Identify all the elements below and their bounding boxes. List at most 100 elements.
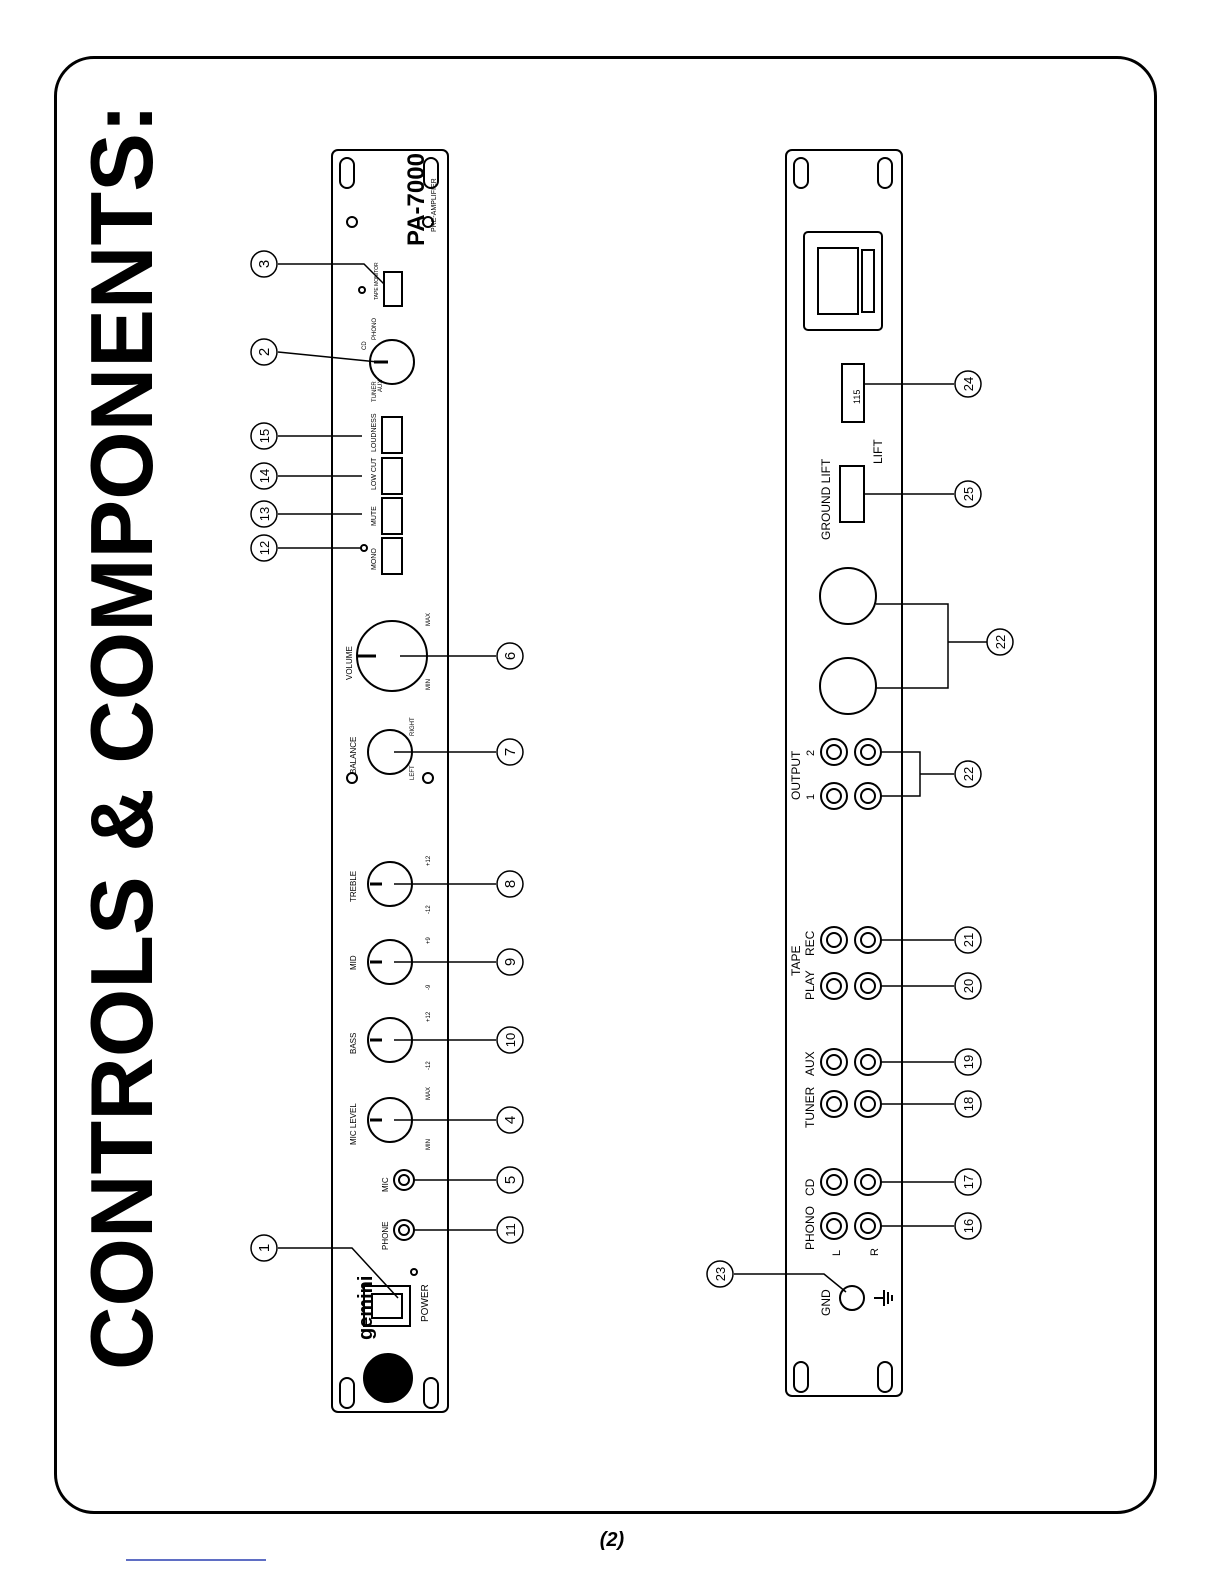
volume-label: VOLUME [345,646,354,680]
callout-4: 4 [496,1106,524,1134]
rec-label: REC [803,930,817,956]
callout-17: 17 [954,1168,982,1196]
callout-number: 15 [257,429,272,443]
model-subtitle: PRE-AMPLIFIER [431,178,438,232]
l-label: L [831,1250,843,1256]
vol-max-label: MAX [426,613,432,626]
mid-min-label: -9 [426,984,432,990]
treble-max-label: +12 [426,855,432,866]
callout-number: 3 [256,260,273,268]
callout-5: 5 [496,1166,524,1194]
callout-2: 2 [250,338,278,366]
callout-9: 9 [496,948,524,976]
phone-label: PHONE [381,1222,390,1250]
loudness-label: LOUDNESS [371,413,378,452]
callout-number: 13 [257,507,272,521]
callout-number: 21 [961,933,976,947]
callout-25: 25 [954,480,982,508]
aux-label: AUX [378,380,384,392]
model-label: PA-7000 [403,153,430,246]
mic-label: MIC [381,1177,390,1192]
r-label: R [869,1248,881,1256]
mid-label: MID [349,955,358,970]
tuner-label: TUNER [372,381,378,402]
callout-23: 23 [706,1260,734,1288]
bass-min-label: -12 [426,1061,432,1070]
mic-max-label: MAX [426,1087,432,1100]
mute-label: MUTE [371,506,378,526]
callout-13: 13 [250,500,278,528]
callout-18: 18 [954,1090,982,1118]
callout-number: 25 [961,487,976,501]
bass-label: BASS [349,1033,358,1054]
callout-number: 16 [961,1219,976,1233]
callout-number: 4 [502,1116,519,1124]
callout-1: 1 [250,1234,278,1262]
callout-number: 8 [502,880,519,888]
callout-number: 17 [961,1175,976,1189]
mic-level-label: MIC LEVEL [349,1103,358,1145]
treble-min-label: -12 [426,905,432,914]
callout-number: 22 [961,767,976,781]
bal-left-label: LEFT [410,765,416,780]
page-title: CONTROLS & COMPONENTS: [72,104,171,1370]
bass-max-label: +12 [426,1011,432,1022]
power-label: POWER [420,1284,431,1322]
callout-10: 10 [496,1026,524,1054]
callout-number: 19 [961,1055,976,1069]
mic-min-label: MIN [426,1139,432,1150]
callout-22: 22 [954,760,982,788]
callout-8: 8 [496,870,524,898]
callout-number: 24 [961,377,976,391]
callout-number: 23 [713,1267,728,1281]
brand-label: gemini [355,1276,377,1340]
page-number: (2) [600,1529,625,1551]
callout-number: 5 [502,1176,519,1184]
callout-24: 24 [954,370,982,398]
callout-number: 18 [961,1097,976,1111]
callout-number: 9 [502,958,519,966]
balance-label: BALANCE [349,737,358,774]
callout-16: 16 [954,1212,982,1240]
callout-12: 12 [250,534,278,562]
callout-20: 20 [954,972,982,1000]
aux-label-rear: AUX [803,1051,817,1076]
page-border [54,56,1157,1514]
callout-21: 21 [954,926,982,954]
cd-label-rear: CD [803,1178,817,1196]
callout-number: 11 [503,1223,518,1237]
output-1-label: 1 [805,794,817,800]
callout-number: 14 [257,469,272,483]
phono-label: PHONO [372,318,378,340]
gnd-label: GND [819,1289,833,1316]
output-label: OUTPUT [789,750,803,800]
output-2-label: 2 [805,750,817,756]
callout-number: 1 [256,1244,273,1252]
cd-label: CD [362,341,368,350]
voltage-label: 115 [852,390,862,404]
callout-22: 22 [986,628,1014,656]
callout-11: 11 [496,1216,524,1244]
callout-7: 7 [496,738,524,766]
callout-6: 6 [496,642,524,670]
ground-lift-label: GROUND LIFT [819,458,833,540]
front-panel [331,149,449,1413]
mid-max-label: +9 [426,936,432,944]
callout-number: 2 [256,348,273,356]
callout-number: 22 [993,635,1008,649]
callout-15: 15 [250,422,278,450]
bal-right-label: RIGHT [410,717,416,736]
vol-min-label: MIN [426,679,432,690]
callout-number: 12 [257,541,272,555]
tape-monitor-label: TAPE MONITOR [374,262,380,300]
callout-14: 14 [250,462,278,490]
treble-label: TREBLE [349,871,358,902]
tape-label: TAPE [789,946,803,976]
callout-19: 19 [954,1048,982,1076]
lift-label: LIFT [871,439,885,464]
mono-label: MONO [371,548,378,570]
callout-number: 7 [502,748,519,756]
play-label: PLAY [803,970,817,1000]
phono-label-rear: PHONO [803,1206,817,1250]
